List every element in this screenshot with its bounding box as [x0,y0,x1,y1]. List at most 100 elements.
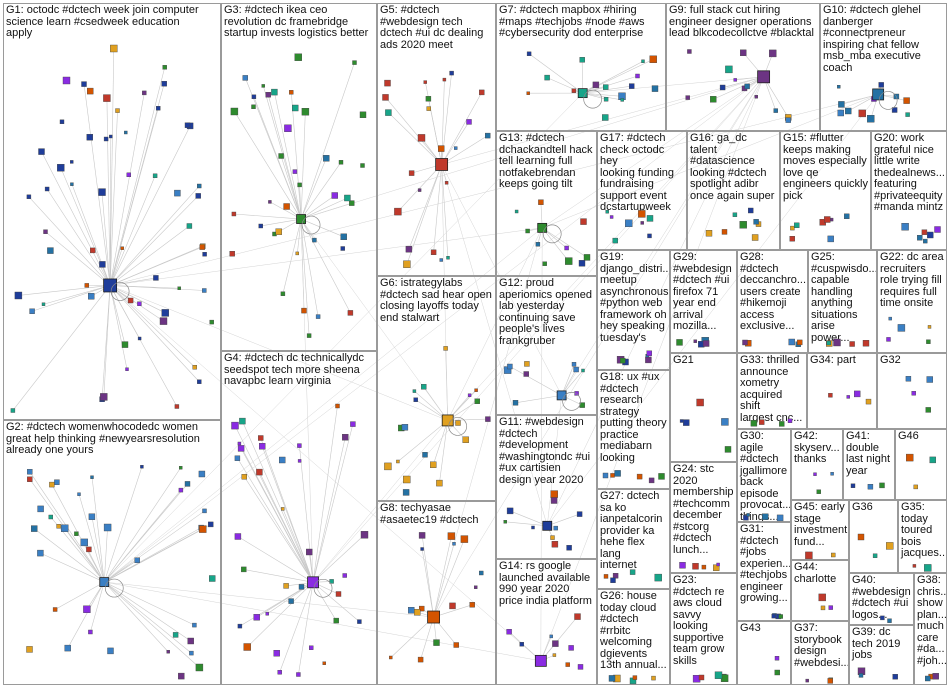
graph-edge [433,227,543,618]
graph-edge [41,151,111,286]
group-cell-g29: G29: #webdesign #dctech #ui firefox 71 y… [670,250,737,353]
graph-node [733,78,737,82]
graph-node [121,341,129,348]
graph-node [38,148,45,155]
graph-edge [54,581,105,610]
graph-node [651,675,656,681]
graph-edge [280,155,302,220]
graph-node [612,573,619,579]
graph-node [912,564,917,568]
self-loop [301,215,321,235]
graph-node [867,114,875,123]
graph-node [903,97,910,104]
group-cell-g27: G27: dctech sa ko ianpetalcorin provider… [597,489,670,589]
graph-node [719,84,726,91]
graph-node [413,397,418,402]
graph-node [271,88,278,96]
graph-node [751,234,759,241]
graph-node [474,388,478,392]
graph-node [280,291,286,296]
graph-node [574,391,579,396]
graph-node [251,94,257,100]
group-label-g44: G44: charlotte [794,561,837,585]
graph-node [744,83,750,90]
graph-node [359,111,367,119]
graph-edge [109,48,115,286]
graph-node [306,333,312,338]
graph-node [830,472,834,476]
graph-node [403,260,411,268]
graph-node [872,553,878,558]
graph-node [568,645,574,651]
graph-node [229,250,235,257]
graph-node [27,469,33,475]
group-cell-g13: G13: #dctech dchackandtell hack tell lea… [496,131,597,276]
graph-node [258,435,264,441]
graph-node [926,339,931,344]
graph-edge [274,92,302,220]
graph-node [446,256,450,260]
group-cell-g14: G14: rs google launched available 990 ye… [496,559,597,685]
graph-edge [78,494,105,583]
graph-node [640,221,644,225]
graph-node [402,489,410,496]
graph-node [524,361,530,367]
group-label-g15: G15: #flutter keeps making moves especia… [783,132,868,202]
graph-node [762,513,769,520]
graph-edge [300,219,314,583]
graph-node [886,337,891,342]
graph-node [934,226,941,233]
graph-node [857,533,865,541]
graph-node [231,211,237,217]
graph-node [444,181,449,185]
graph-edge [33,528,105,583]
graph-node [824,216,831,223]
graph-node [84,283,90,288]
graph-node [550,490,558,498]
graph-node [86,133,94,141]
graph-node [647,233,652,239]
graph-node [648,477,655,484]
graph-edge [542,76,764,229]
graph-node [603,96,609,102]
graph-node [612,237,618,244]
group-label-g7: G7: #dctech mapbox #hiring #maps #techjo… [499,4,645,39]
graph-node [161,309,170,317]
graph-edge [104,524,211,583]
graph-node [408,607,415,614]
graph-node [412,389,417,393]
group-cell-g38: G38: chris... show plan... much care #da… [914,573,947,685]
graph-node [571,362,577,367]
graph-node [721,229,728,235]
graph-node [389,655,393,660]
graph-node [925,407,931,413]
group-cell-g3: G3: #dctech ikea ceo revolution dc frame… [221,3,377,351]
graph-node [676,339,683,346]
graph-node [683,419,690,426]
graph-node [685,95,690,100]
graph-node [297,443,302,448]
graph-node [740,49,747,56]
graph-node [544,74,550,81]
graph-node [485,416,491,422]
graph-edge [267,94,302,220]
graph-node [423,80,427,84]
graph-node [905,112,910,117]
hub-node [427,610,440,624]
graph-node [453,642,459,648]
graph-edge [239,582,314,627]
graph-node [629,569,636,575]
group-cell-g2: G2: #dctech womenwhocodedc women great h… [3,420,221,685]
group-cell-g33: G33: thrilled announce xometry acquired … [737,353,807,429]
graph-edge [447,76,764,421]
graph-node [742,339,748,346]
graph-node [716,562,720,567]
graph-node [512,400,519,406]
graph-node [184,122,191,128]
graph-node [646,350,652,356]
group-label-g42: G42: skyserv... thanks [794,430,840,465]
graph-node [127,297,134,304]
graph-node [732,212,738,217]
graph-node [698,674,705,681]
graph-node [576,511,583,517]
